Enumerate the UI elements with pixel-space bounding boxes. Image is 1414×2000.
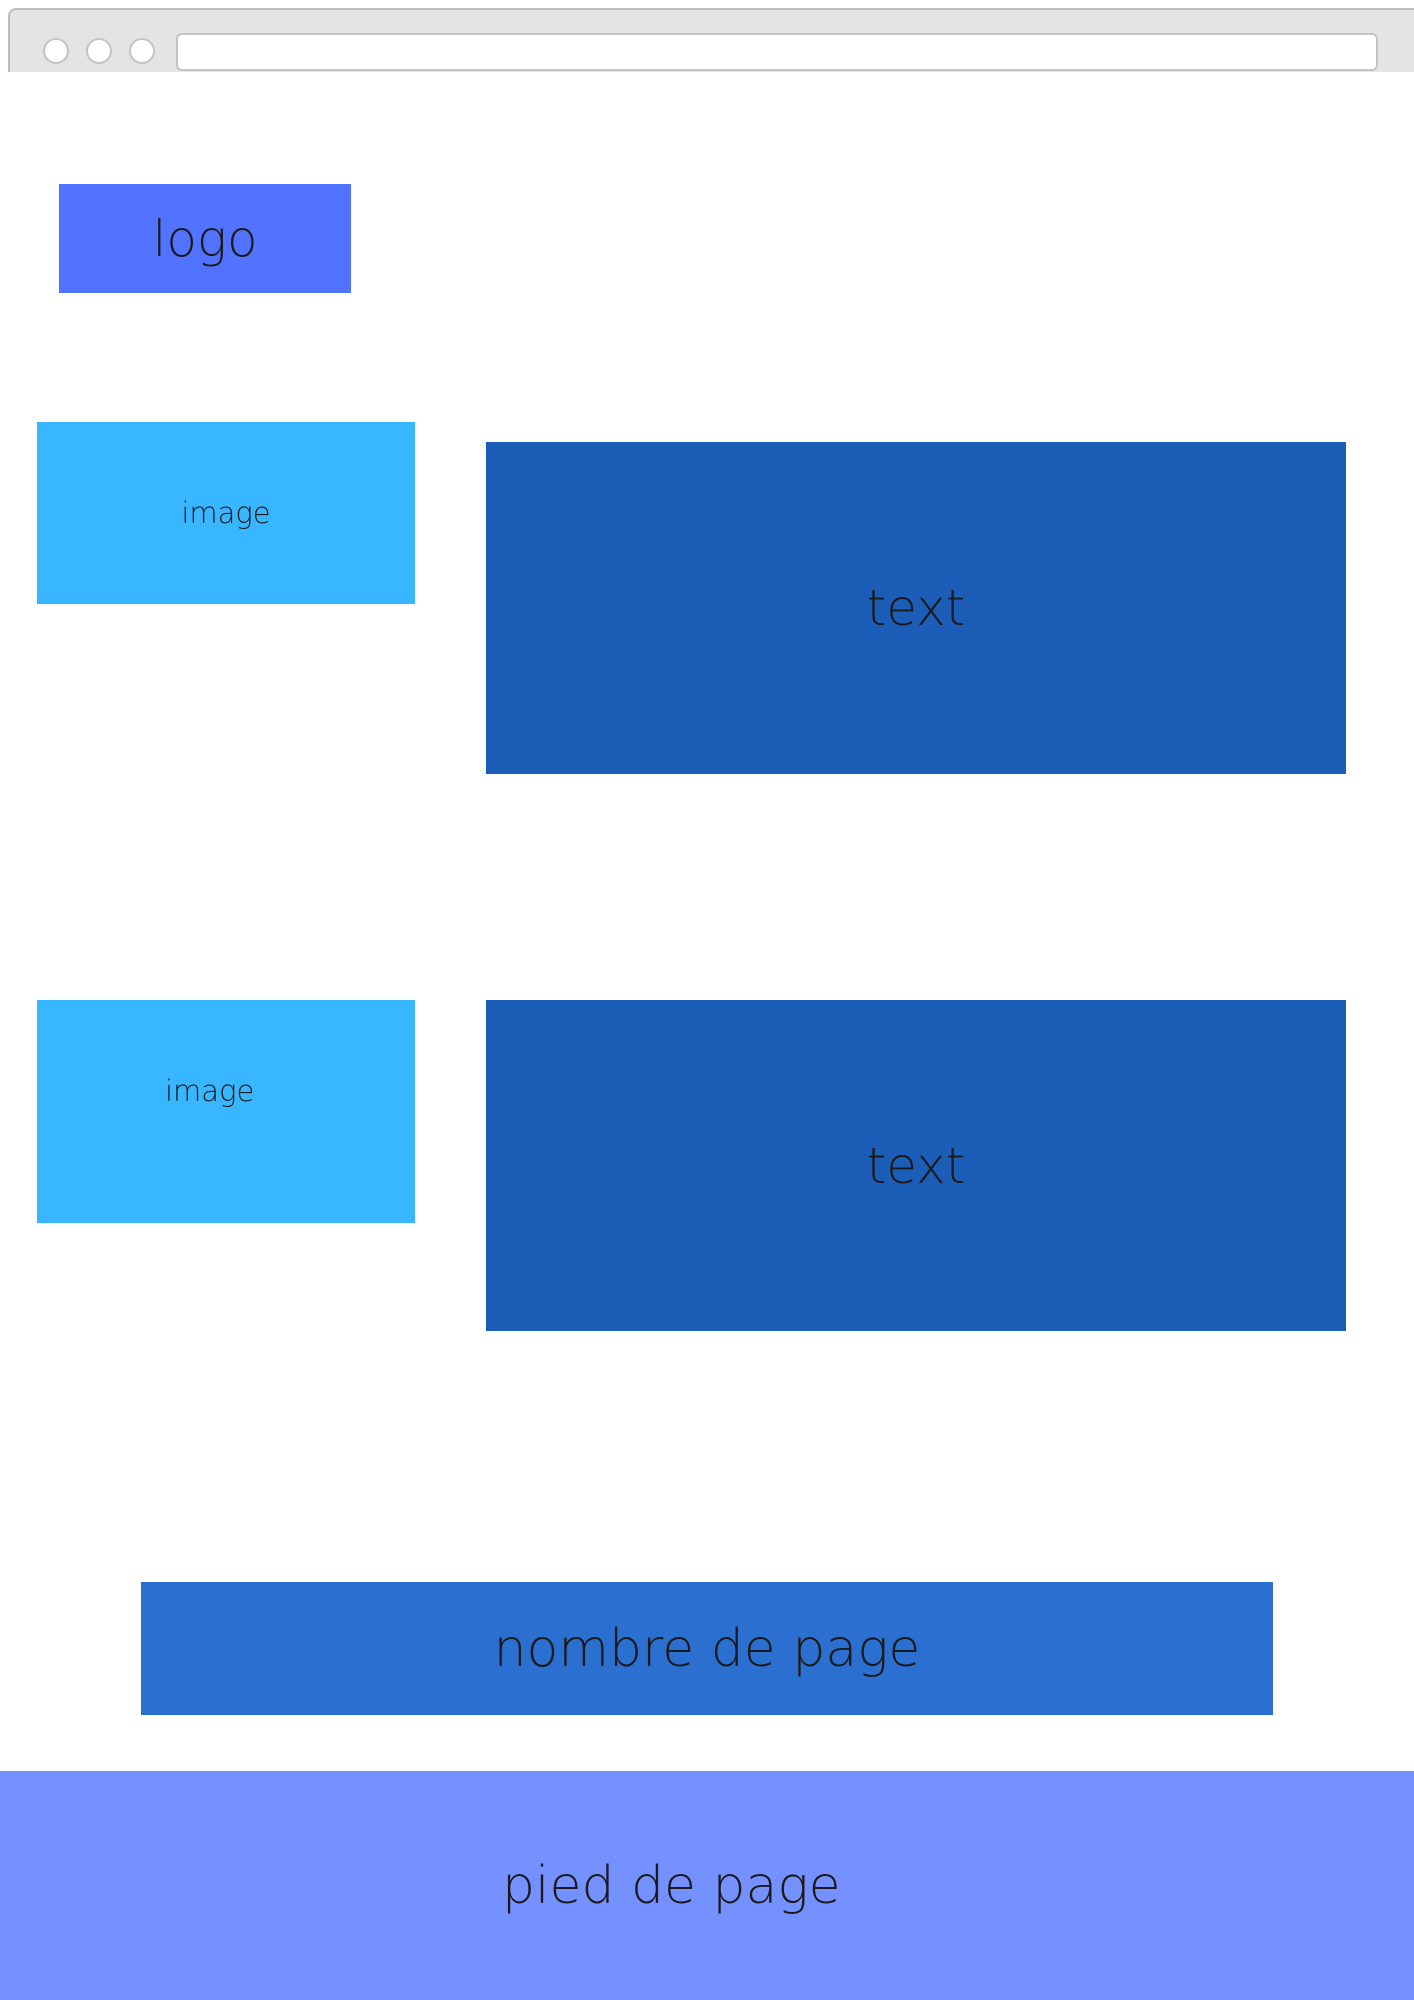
- pagination-label: nombre de page: [493, 1618, 921, 1679]
- text-placeholder-1: text: [486, 442, 1346, 774]
- image-placeholder-1: image: [37, 422, 415, 604]
- logo-placeholder[interactable]: logo: [59, 184, 351, 293]
- text-placeholder-2: text: [486, 1000, 1346, 1331]
- footer-placeholder: pied de page: [0, 1771, 1414, 2000]
- footer-label: pied de page: [502, 1855, 841, 1916]
- image-label: image: [165, 1074, 255, 1108]
- image-label: image: [181, 496, 271, 530]
- text-label: text: [866, 579, 966, 637]
- pagination-placeholder[interactable]: nombre de page: [141, 1582, 1273, 1715]
- maximize-window-button[interactable]: [129, 38, 155, 64]
- close-window-button[interactable]: [43, 38, 69, 64]
- address-bar[interactable]: [176, 33, 1378, 71]
- browser-toolbar: [8, 8, 1414, 72]
- text-label: text: [866, 1136, 966, 1195]
- minimize-window-button[interactable]: [86, 38, 112, 64]
- image-placeholder-2: image: [37, 1000, 415, 1223]
- logo-label: logo: [152, 209, 258, 268]
